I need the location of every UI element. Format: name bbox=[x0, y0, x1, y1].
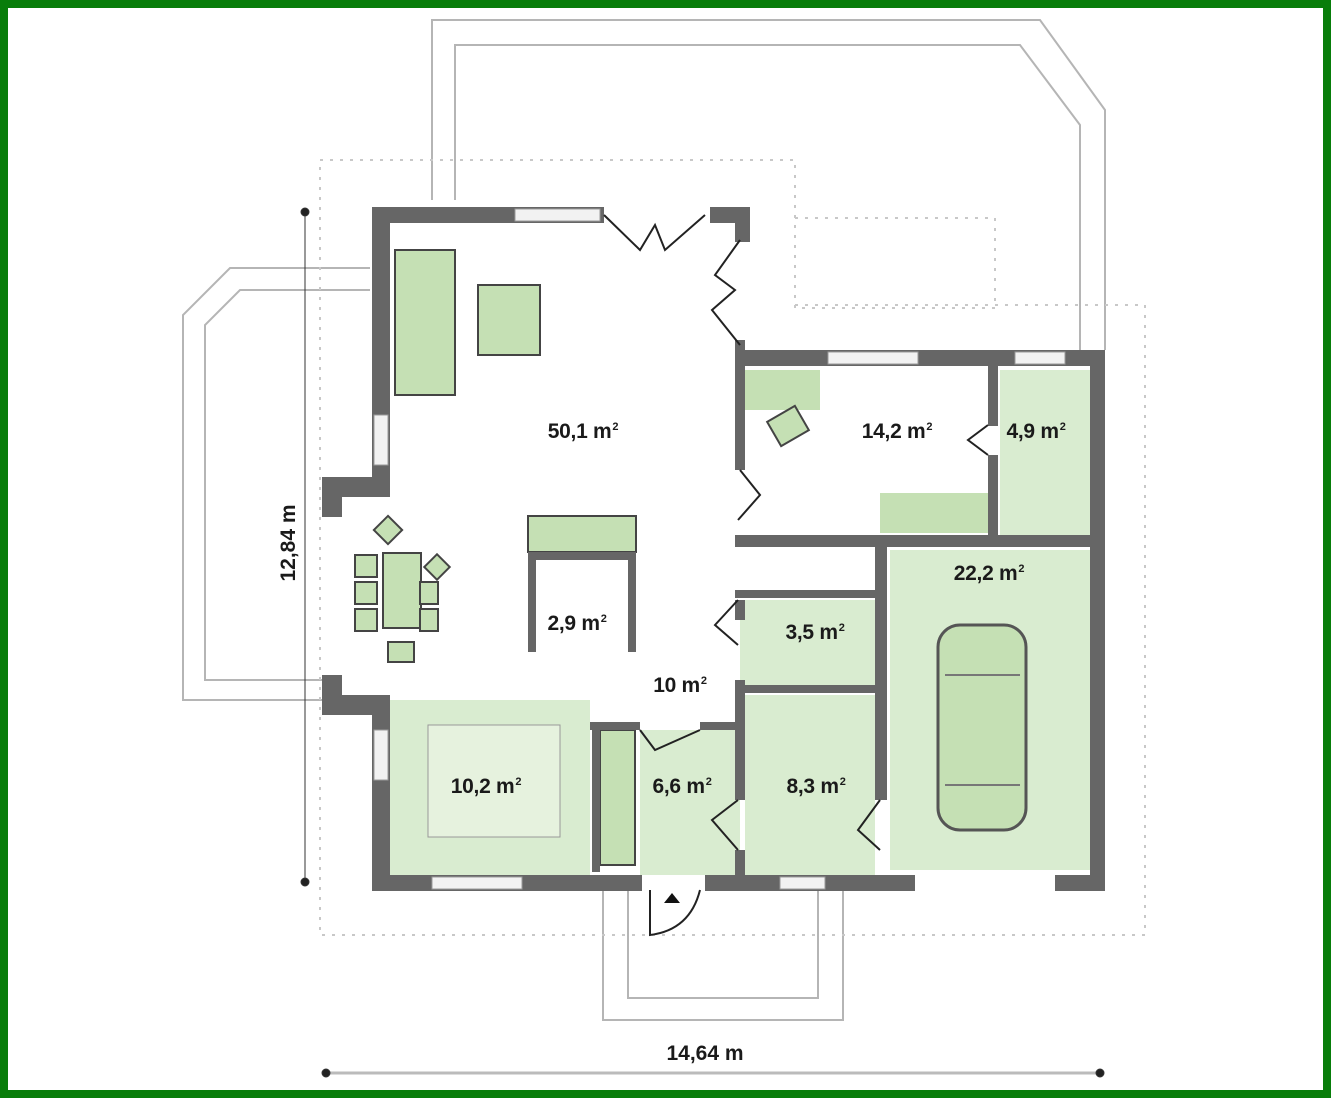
room-label-living: 50,1 m2 bbox=[547, 420, 619, 443]
dimension-lines bbox=[300, 207, 1105, 1078]
entrance-arrow-icon bbox=[664, 893, 680, 903]
room-label-wc: 3,5 m2 bbox=[785, 621, 845, 644]
furniture bbox=[354, 249, 988, 866]
roof-outline bbox=[319, 159, 1146, 936]
doors bbox=[603, 214, 989, 937]
dimension-width: 14,64 m bbox=[666, 1042, 744, 1065]
windows bbox=[373, 208, 1066, 890]
walls bbox=[322, 207, 1105, 891]
dimension-height: 12,84 m bbox=[277, 504, 300, 582]
room-label-kitchen: 10,2 m2 bbox=[450, 775, 522, 798]
room-label-pantry: 2,9 m2 bbox=[547, 612, 607, 635]
terrace-outline bbox=[182, 19, 1106, 1021]
room-label-vestibule: 6,6 m2 bbox=[652, 775, 712, 798]
room-fills bbox=[390, 370, 1090, 875]
room-label-garage: 22,2 m2 bbox=[953, 562, 1025, 585]
room-label-hall: 10 m2 bbox=[653, 674, 707, 697]
room-label-bedroom: 14,2 m2 bbox=[861, 420, 933, 443]
room-label-bathroom: 4,9 m2 bbox=[1006, 420, 1066, 443]
room-label-utility: 8,3 m2 bbox=[786, 775, 846, 798]
car-icon bbox=[936, 623, 1028, 832]
